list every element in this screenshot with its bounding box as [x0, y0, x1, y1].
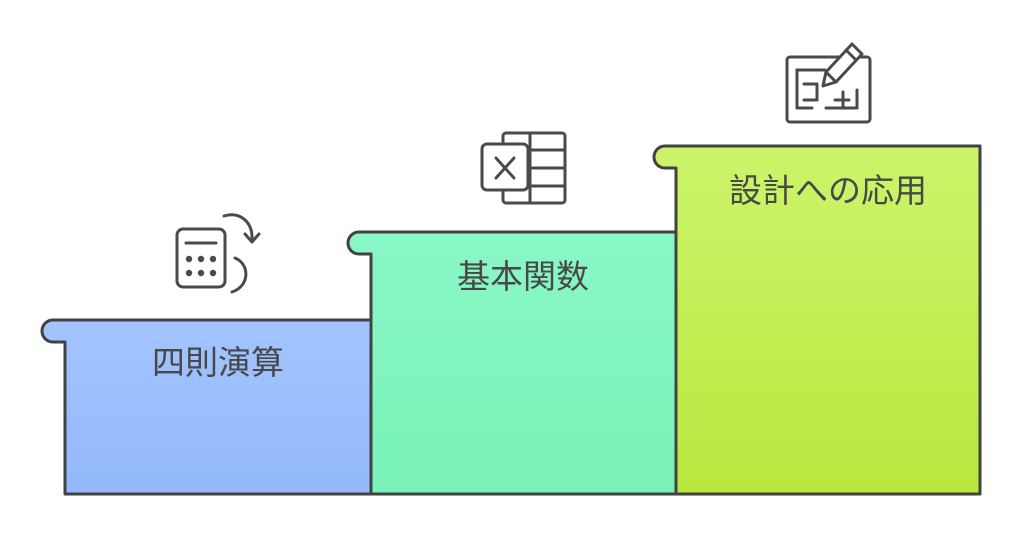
step-label-3: 設計への応用: [729, 171, 927, 210]
step-label-1: 四則演算: [152, 343, 284, 382]
step-block-2: [346, 230, 678, 496]
spreadsheet-icon: [480, 131, 567, 205]
calculator-icon: [175, 213, 261, 294]
step-block-1: [40, 318, 373, 496]
step-label-2: 基本関数: [457, 257, 589, 296]
blueprint-pencil-icon: [785, 42, 872, 124]
step-block-3: [652, 144, 982, 496]
